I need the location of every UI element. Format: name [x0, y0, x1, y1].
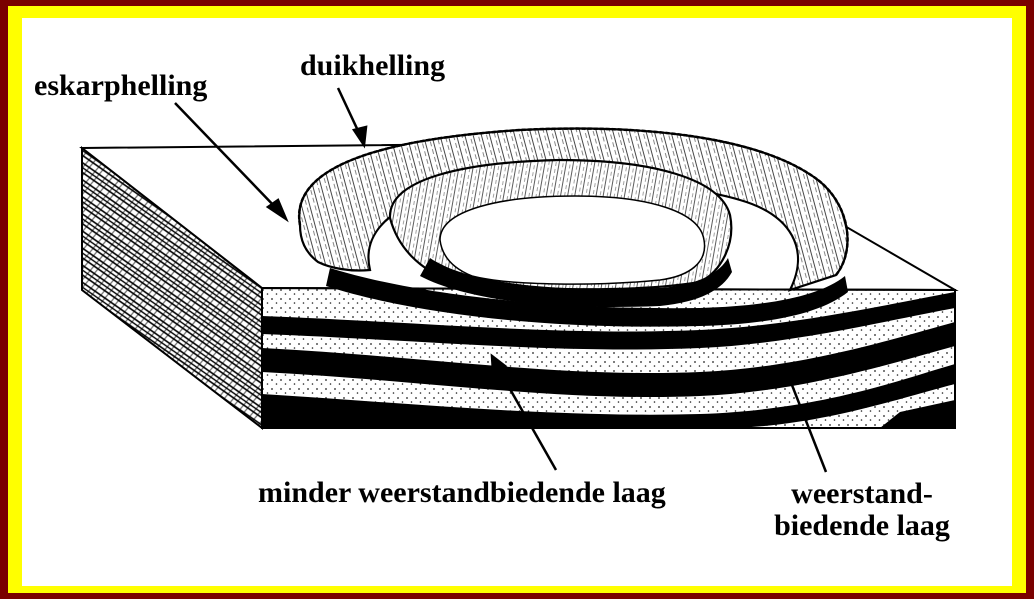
- label-weerstandbiedende-laag-line2: biedende laag: [772, 510, 952, 542]
- label-duikhelling: duikhelling: [300, 50, 445, 82]
- label-weerstandbiedende-laag-line1: weerstand-: [772, 478, 952, 510]
- label-weerstandbiedende-laag: weerstand- biedende laag: [772, 478, 952, 541]
- label-minder-weerstandbiedende-laag: minder weerstandbiedende laag: [258, 477, 666, 509]
- label-eskarphelling: eskarphelling: [34, 70, 207, 102]
- arrow-duikhelling: [338, 88, 360, 135]
